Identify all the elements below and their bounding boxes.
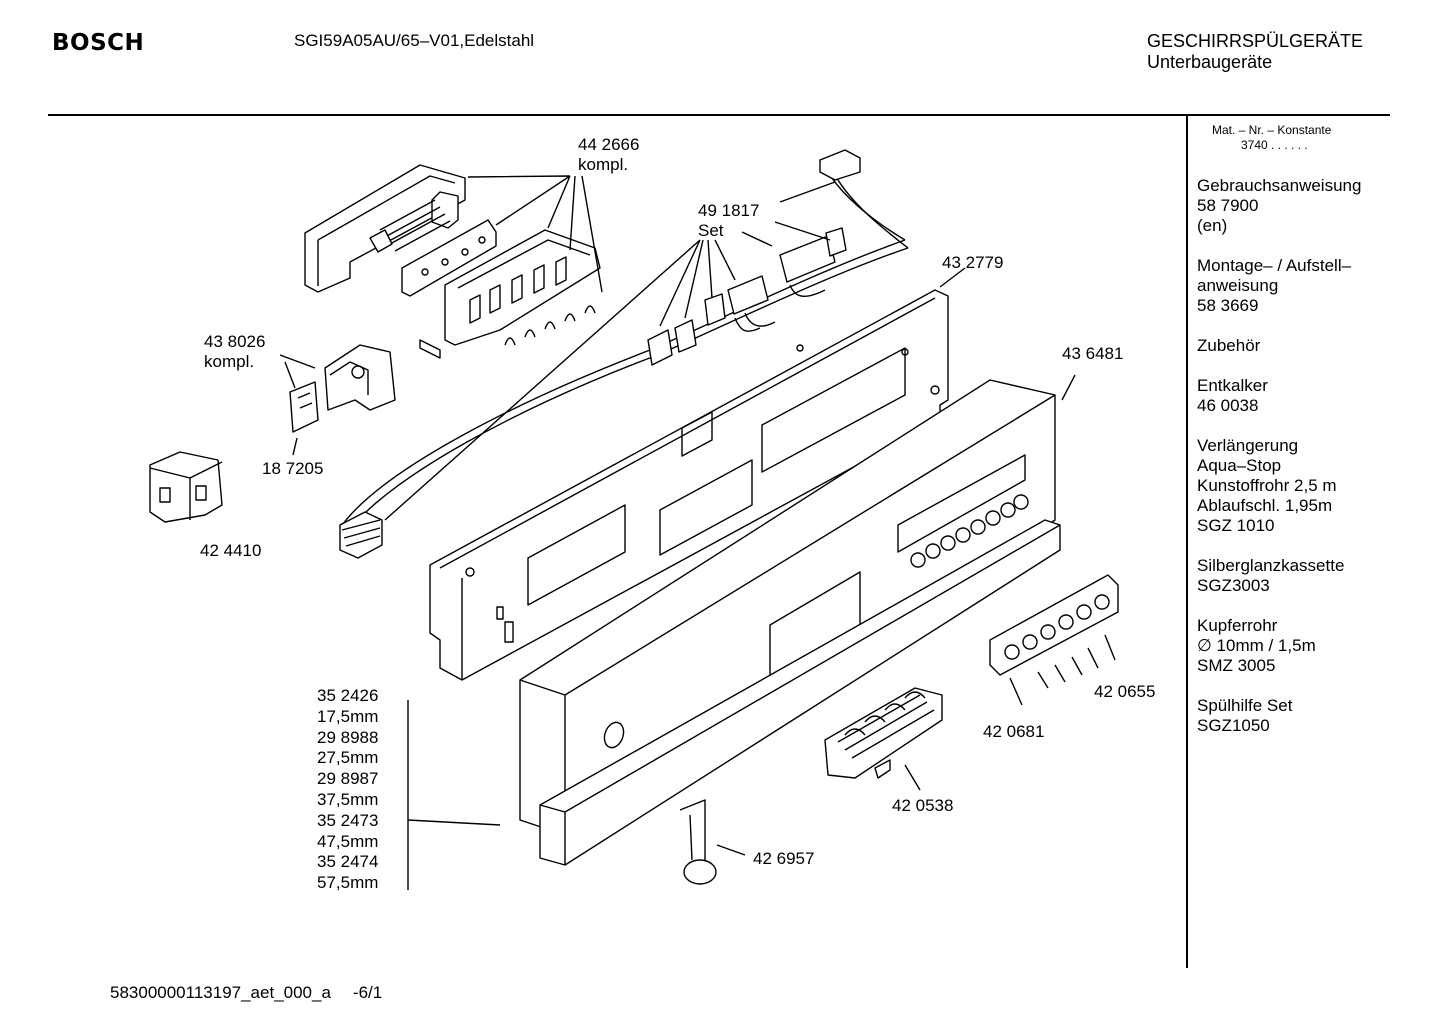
accessory-group: Zubehör bbox=[1197, 336, 1361, 356]
accessory-line: 58 7900 bbox=[1197, 196, 1259, 215]
part-note: kompl. bbox=[578, 155, 629, 174]
accessory-line: Verlängerung bbox=[1197, 436, 1299, 455]
material-number-label: Mat. – Nr. – Konstante bbox=[1212, 123, 1332, 137]
wiring-harness-drawing bbox=[340, 150, 908, 558]
handle-variant: 35 2473 bbox=[317, 810, 379, 830]
panel-frame-drawing bbox=[430, 290, 948, 680]
accessory-line: SGZ 1010 bbox=[1197, 516, 1275, 535]
accessory-line: 46 0038 bbox=[1197, 396, 1259, 415]
lower-trim-drawing bbox=[540, 520, 1060, 865]
power-switch-drawing bbox=[150, 452, 222, 522]
document-id: 58300000113197_aet_000_a bbox=[110, 983, 331, 1002]
accessory-line: Spülhilfe Set bbox=[1197, 696, 1293, 715]
part-label-420538: 42 0538 bbox=[892, 796, 953, 816]
part-number: 43 6481 bbox=[1062, 344, 1124, 363]
footer: 58300000113197_aet_000_a -6/1 bbox=[110, 983, 382, 1003]
part-note: kompl. bbox=[204, 352, 255, 371]
part-label-424410: 42 4410 bbox=[200, 541, 261, 561]
handle-variant: 27,5mm bbox=[317, 748, 379, 768]
handle-variant: 37,5mm bbox=[317, 789, 379, 809]
sidebar-divider bbox=[1186, 116, 1188, 968]
handle-variant: 47,5mm bbox=[317, 831, 379, 851]
handle-variant: 29 8988 bbox=[317, 727, 379, 747]
part-number: 44 2666 bbox=[578, 135, 640, 154]
part-label-426957: 42 6957 bbox=[753, 849, 814, 869]
part-number: 49 1817 bbox=[698, 201, 760, 220]
part-number: 18 7205 bbox=[262, 459, 324, 478]
part-number: 42 0538 bbox=[892, 796, 954, 815]
accessory-line: Montage– / Aufstell– bbox=[1197, 256, 1352, 275]
accessory-line: Ablaufschl. 1,95m bbox=[1197, 496, 1333, 515]
part-label-442666: 44 2666 kompl. bbox=[578, 135, 639, 175]
accessory-line: Kunstoffrohr 2,5 m bbox=[1197, 476, 1337, 495]
handle-variant: 17,5mm bbox=[317, 706, 379, 726]
part-number: 42 0681 bbox=[983, 722, 1045, 741]
relay-drawing bbox=[280, 345, 395, 455]
part-number: 42 0655 bbox=[1094, 682, 1156, 701]
accessory-line: SGZ3003 bbox=[1197, 576, 1270, 595]
part-label-420655: 42 0655 bbox=[1094, 682, 1155, 702]
front-panel-drawing bbox=[520, 380, 1055, 835]
part-label-438026: 43 8026 kompl. bbox=[204, 332, 265, 372]
accessory-line: ∅ 10mm / 1,5m bbox=[1197, 636, 1316, 655]
control-module-drawing bbox=[305, 165, 600, 358]
category-line-1: GESCHIRRSPÜLGERÄTE bbox=[1147, 31, 1364, 51]
button-strip-drawing bbox=[990, 575, 1118, 705]
header-divider bbox=[48, 114, 1390, 116]
dispenser-cover-drawing bbox=[825, 688, 942, 790]
part-label-432779: 43 2779 bbox=[942, 253, 1003, 273]
leader-line-432779 bbox=[940, 268, 965, 287]
accessory-line: Gebrauchsanweisung bbox=[1197, 176, 1362, 195]
category-heading: GESCHIRRSPÜLGERÄTE Unterbaugeräte bbox=[1147, 31, 1363, 73]
handle-variant: 57,5mm bbox=[317, 873, 379, 893]
accessory-line: SMZ 3005 bbox=[1197, 656, 1276, 675]
material-number-code: 3740 . . . . . . bbox=[1241, 138, 1308, 152]
brand-logo: BOSCH bbox=[52, 30, 145, 56]
accessory-line: Zubehör bbox=[1197, 336, 1261, 355]
accessory-line: Kupferrohr bbox=[1197, 616, 1278, 635]
part-label-420681: 42 0681 bbox=[983, 722, 1044, 742]
leader-lines-442666 bbox=[468, 176, 602, 292]
part-label-491817: 49 1817 Set bbox=[698, 201, 759, 241]
accessory-line: anweisung bbox=[1197, 276, 1279, 295]
part-label-436481: 43 6481 bbox=[1062, 344, 1123, 364]
handle-variants-bracket bbox=[408, 700, 500, 890]
program-buttons-drawing bbox=[911, 495, 1028, 567]
part-label-187205: 18 7205 bbox=[262, 459, 323, 479]
push-rod-drawing bbox=[680, 800, 745, 884]
handle-variant: 35 2474 bbox=[317, 852, 379, 872]
part-number: 43 8026 bbox=[204, 332, 266, 351]
part-number: 43 2779 bbox=[942, 253, 1004, 272]
accessory-line: Aqua–Stop bbox=[1197, 456, 1282, 475]
leader-lines-491817 bbox=[385, 182, 835, 520]
part-number: 42 6957 bbox=[753, 849, 815, 868]
handle-variant: 35 2426 bbox=[317, 686, 379, 705]
leader-line-436481 bbox=[1062, 375, 1075, 400]
part-number: 42 4410 bbox=[200, 541, 262, 560]
model-title: SGI59A05AU/65–V01,Edelstahl bbox=[294, 31, 535, 50]
accessory-line: Silberglanzkassette bbox=[1197, 556, 1345, 575]
accessory-line: SGZ1050 bbox=[1197, 716, 1270, 735]
handle-variant: 29 8987 bbox=[317, 769, 379, 789]
accessory-line: (en) bbox=[1197, 216, 1228, 235]
part-note: Set bbox=[698, 221, 724, 240]
accessory-line: 58 3669 bbox=[1197, 296, 1259, 315]
category-line-2: Unterbaugeräte bbox=[1147, 52, 1273, 72]
page-number: -6/1 bbox=[352, 983, 383, 1002]
accessory-line: Entkalker bbox=[1197, 376, 1268, 395]
material-number-header: Mat. – Nr. – Konstante 3740 . . . . . . bbox=[1212, 123, 1331, 153]
